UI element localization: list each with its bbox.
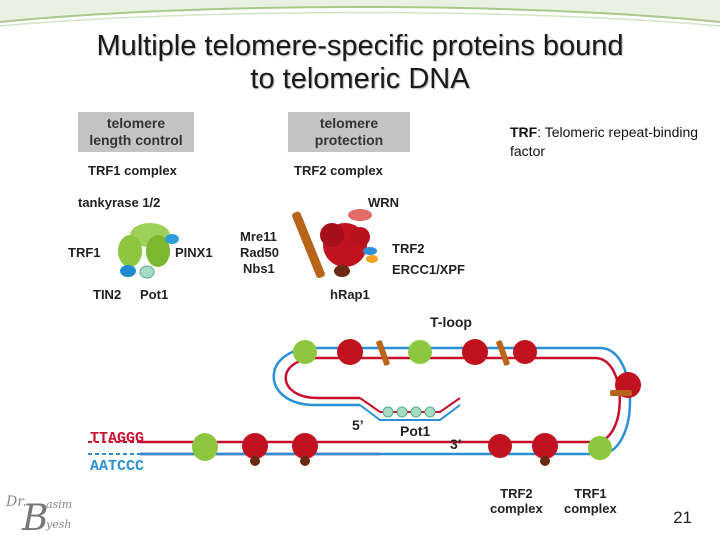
length-control-line-1: telomere xyxy=(106,115,166,131)
rad50-label: Rad50 xyxy=(240,245,280,260)
nbs1-label: Nbs1 xyxy=(243,261,275,276)
trf-term: TRF xyxy=(510,124,538,140)
pot1-beads xyxy=(382,406,436,418)
ercc1-shape xyxy=(363,247,377,255)
length-control-line-2: length control xyxy=(89,132,183,148)
length-control-box: telomere length control xyxy=(78,112,194,152)
dna-blue-loop xyxy=(272,346,632,456)
bottom-trf2-complex-label: TRF2 complex xyxy=(490,486,543,516)
hrap1-shape xyxy=(334,265,350,277)
mre11-label: Mre11 xyxy=(240,229,277,244)
title-line-2: to telomeric DNA xyxy=(250,63,470,95)
pot1-label: Pot1 xyxy=(140,287,169,302)
wrn-shape xyxy=(348,209,372,221)
pinx1-label: PINX1 xyxy=(175,245,213,260)
tloop-diagram xyxy=(88,339,641,466)
loop-trf2-complexes xyxy=(242,339,641,459)
hrap1-label: hRap1 xyxy=(330,287,370,302)
d-loop-red xyxy=(359,397,461,413)
trf1-complex-illustration xyxy=(118,223,179,279)
pot1-shape xyxy=(139,265,155,279)
telomeric-sequence-top: TTAGGG xyxy=(90,430,145,447)
ercc1-label: ERCC1/XPF xyxy=(392,262,465,277)
trf2-complex-heading: TRF2 complex xyxy=(294,163,383,178)
d-loop-blue xyxy=(359,404,461,421)
protection-box: telomere protection xyxy=(288,112,410,152)
trf1-shape-right xyxy=(146,235,170,267)
rad50-bar xyxy=(292,211,325,279)
tin2-label: TIN2 xyxy=(93,287,122,302)
telomeric-sequence-bottom: AATCCC xyxy=(90,458,145,475)
pot1-loop-label: Pot1 xyxy=(400,423,431,439)
trf-definition: TRF: Telomeric repeat-binding factor xyxy=(510,123,710,161)
trf2-complex-illustration xyxy=(292,209,378,279)
five-prime-label: 5’ xyxy=(352,417,364,433)
top-decoration xyxy=(0,0,720,27)
author-signature-logo: Dr. B asim yesh xyxy=(5,494,72,538)
title-line-1: Multiple telomere-specific proteins boun… xyxy=(96,30,624,62)
bottom-trf1-line-1: TRF1 xyxy=(574,486,607,501)
svg-text:yesh: yesh xyxy=(45,518,71,531)
trf2-label: TRF2 xyxy=(392,241,425,256)
three-prime-label: 3’ xyxy=(450,436,462,452)
wrn-label: WRN xyxy=(368,195,400,210)
dna-red-loop xyxy=(284,356,621,444)
trf1-complex-heading: TRF1 complex xyxy=(88,163,177,178)
trf-definition-text: : Telomeric repeat-binding factor xyxy=(510,124,699,159)
tloop-label: T-loop xyxy=(430,314,472,330)
trf1-label: TRF1 xyxy=(68,245,101,260)
trf1-shape-left xyxy=(118,235,142,267)
bottom-trf1-line-2: complex xyxy=(564,501,617,516)
loop-hrap1-dots xyxy=(250,456,550,466)
bottom-trf2-line-1: TRF2 xyxy=(500,486,533,501)
svg-text:B: B xyxy=(21,498,48,538)
tin2-shape xyxy=(120,265,136,277)
page-number: 21 xyxy=(673,508,692,527)
protection-line-2: protection xyxy=(314,132,384,148)
loop-trf1-complexes xyxy=(192,340,612,461)
svg-text:Dr.: Dr. xyxy=(5,494,27,510)
bottom-trf1-complex-label: TRF1 complex xyxy=(564,486,617,516)
protection-line-1: telomere xyxy=(319,115,379,131)
tankyrase-label: tankyrase 1/2 xyxy=(78,195,161,210)
bottom-trf2-line-2: complex xyxy=(490,501,543,516)
loop-rad50-bars xyxy=(376,340,632,396)
slide-title: Multiple telomere-specific proteins boun… xyxy=(0,30,720,96)
pinx1-shape xyxy=(165,234,179,244)
svg-text:asim: asim xyxy=(46,498,72,511)
